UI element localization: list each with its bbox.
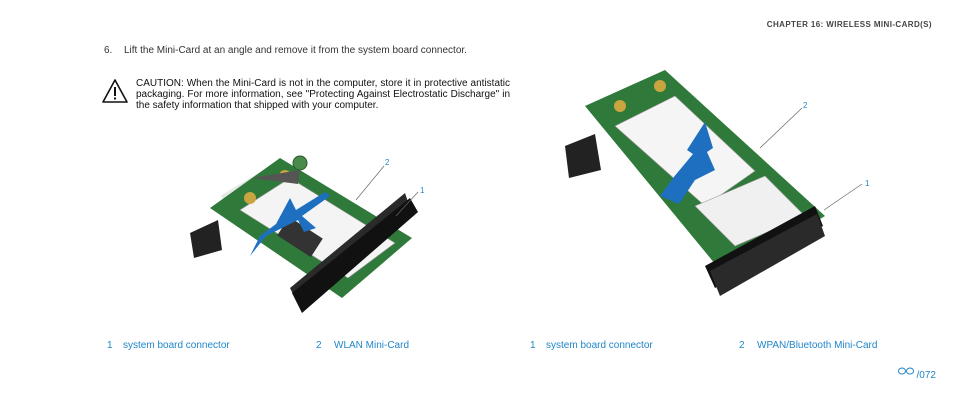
page-number: /072 xyxy=(898,367,936,381)
caption-number: 2 xyxy=(739,340,745,351)
caption-label: WPAN/Bluetooth Mini-Card xyxy=(757,340,878,351)
caution-note: CAUTION: When the Mini-Card is not in th… xyxy=(102,78,512,111)
left-leader-lines xyxy=(355,165,419,217)
wpan-card-illustration xyxy=(565,70,825,296)
caption-label: system board connector xyxy=(546,340,653,351)
caption-label: WLAN Mini-Card xyxy=(334,340,410,351)
caption-number: 1 xyxy=(107,340,113,351)
alienware-logo-icon xyxy=(898,367,917,377)
caption-number: 2 xyxy=(316,340,322,351)
right-callout-2: 2 xyxy=(803,101,808,110)
right-callout-1: 1 xyxy=(865,179,870,188)
step-number: 6. xyxy=(104,45,113,56)
left-captions: 1 system board connector 2 WLAN Mini-Car… xyxy=(107,340,409,351)
right-captions: 1 system board connector 2 WPAN/Bluetoot… xyxy=(530,340,877,351)
left-callout-1: 1 xyxy=(420,186,425,195)
wlan-card-illustration xyxy=(190,155,418,313)
caption-number: 1 xyxy=(530,340,536,351)
right-leader-lines xyxy=(759,107,863,211)
warning-triangle-icon xyxy=(102,78,136,111)
chapter-header: CHAPTER 16: WIRELESS MINI-CARD(S) xyxy=(766,20,932,29)
step-text: Lift the Mini-Card at an angle and remov… xyxy=(124,45,467,56)
caution-text: CAUTION: When the Mini-Card is not in th… xyxy=(136,78,510,111)
page-number-text: /072 xyxy=(916,370,936,381)
caption-label: system board connector xyxy=(123,340,230,351)
left-callout-2: 2 xyxy=(385,158,390,167)
step-6: 6. Lift the Mini-Card at an angle and re… xyxy=(104,45,494,56)
